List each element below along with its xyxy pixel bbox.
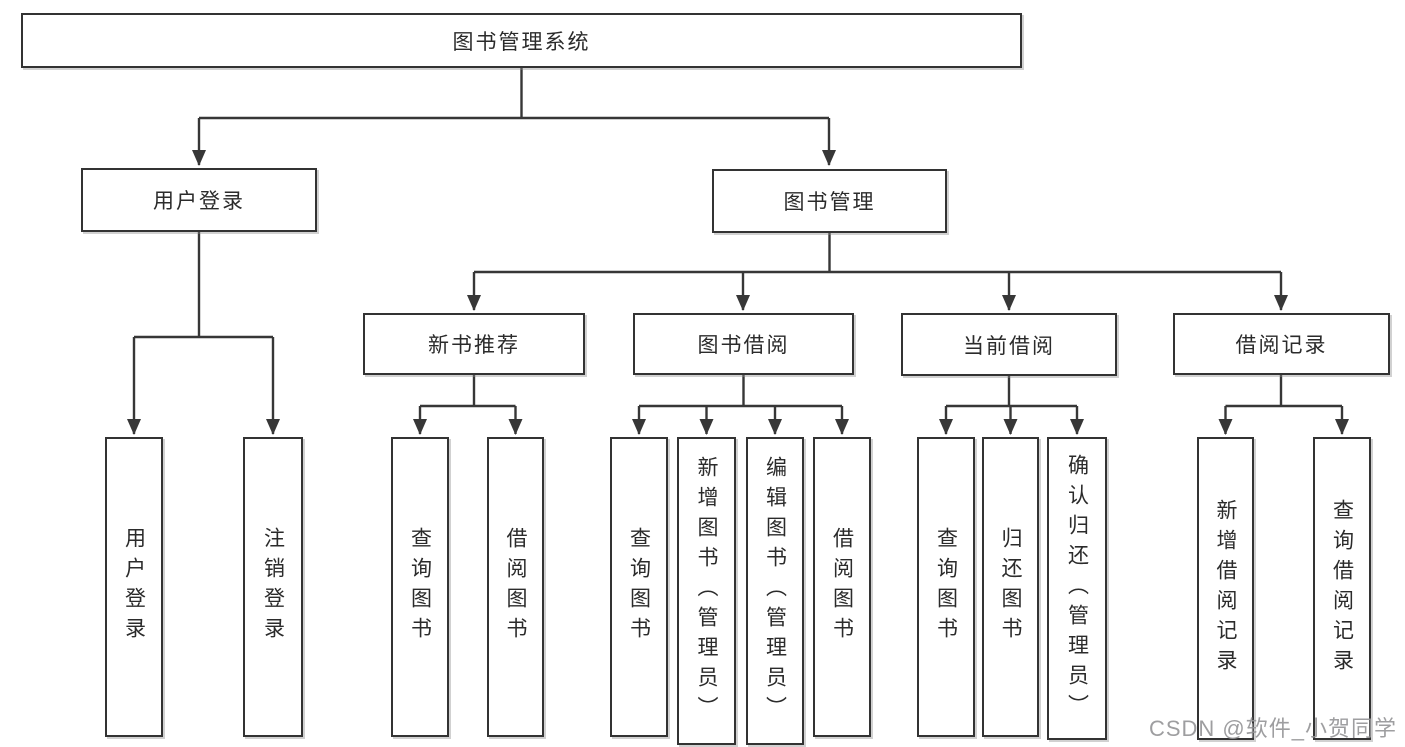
node-user-login-label: 用户登录: [153, 190, 245, 213]
leaf-br-add-record: 新增借阅记录: [1197, 437, 1254, 740]
leaf-logout-label: 注销登录: [261, 527, 285, 647]
connector-book-mgmt-bus: [474, 233, 1281, 274]
leaf-cb-return-books: 归还图书: [982, 437, 1039, 737]
node-user-login: 用户登录: [81, 168, 317, 232]
leaf-cb-query-books-label: 查询图书: [934, 527, 958, 647]
leaf-user-login-label: 用户登录: [122, 527, 146, 647]
leaf-cb-return-books-label: 归还图书: [999, 527, 1022, 647]
connector-current-borrow-bus: [946, 375, 1077, 408]
node-book-borrow-label: 图书借阅: [697, 334, 790, 357]
node-root: 图书管理系统: [21, 13, 1022, 68]
leaf-bb-edit-books-admin-label: 编辑图书（管理员）: [763, 456, 787, 726]
node-borrow-record: 借阅记录: [1173, 313, 1390, 375]
leaf-nb-query-books-label: 查询图书: [408, 527, 432, 647]
leaf-br-query-record-label: 查询借阅记录: [1330, 498, 1354, 679]
connector-root-bus: [199, 68, 829, 120]
leaf-nb-borrow-books-label: 借阅图书: [504, 527, 527, 647]
node-book-borrow: 图书借阅: [633, 313, 854, 375]
leaf-bb-query-books: 查询图书: [610, 437, 668, 737]
leaf-bb-edit-books-admin: 编辑图书（管理员）: [746, 437, 804, 745]
leaf-bb-query-books-label: 查询图书: [627, 527, 651, 647]
leaf-nb-query-books: 查询图书: [391, 437, 449, 737]
leaf-cb-query-books: 查询图书: [917, 437, 975, 737]
leaf-bb-borrow-books-label: 借阅图书: [830, 527, 854, 647]
leaf-cb-confirm-return-admin-label: 确认归还（管理员）: [1065, 453, 1089, 724]
node-new-book-recommend: 新书推荐: [363, 313, 585, 375]
connector-new-book-bus: [420, 375, 516, 408]
leaf-cb-confirm-return-admin: 确认归还（管理员）: [1047, 437, 1107, 740]
leaf-bb-borrow-books: 借阅图书: [813, 437, 871, 737]
node-borrow-record-label: 借阅记录: [1235, 334, 1328, 357]
connector-borrow-record-bus: [1225, 375, 1342, 408]
node-new-book-recommend-label: 新书推荐: [428, 334, 520, 357]
node-root-label: 图书管理系统: [452, 30, 591, 54]
connector-book-borrow-bus: [639, 375, 842, 408]
leaf-br-add-record-label: 新增借阅记录: [1214, 498, 1237, 679]
leaf-bb-add-books-admin-label: 新增图书（管理员）: [695, 456, 718, 726]
connector-user-login-bus: [134, 232, 273, 339]
leaf-bb-add-books-admin: 新增图书（管理员）: [677, 437, 736, 745]
node-book-management: 图书管理: [712, 169, 947, 233]
node-current-borrow-label: 当前借阅: [963, 334, 1055, 358]
node-current-borrow: 当前借阅: [901, 313, 1117, 376]
leaf-user-login: 用户登录: [105, 437, 163, 737]
csdn-watermark: CSDN @软件_小贺同学: [1148, 716, 1397, 741]
leaf-logout: 注销登录: [243, 437, 303, 737]
leaf-br-query-record: 查询借阅记录: [1313, 437, 1371, 740]
node-book-management-label: 图书管理: [783, 191, 876, 214]
leaf-nb-borrow-books: 借阅图书: [487, 437, 544, 737]
